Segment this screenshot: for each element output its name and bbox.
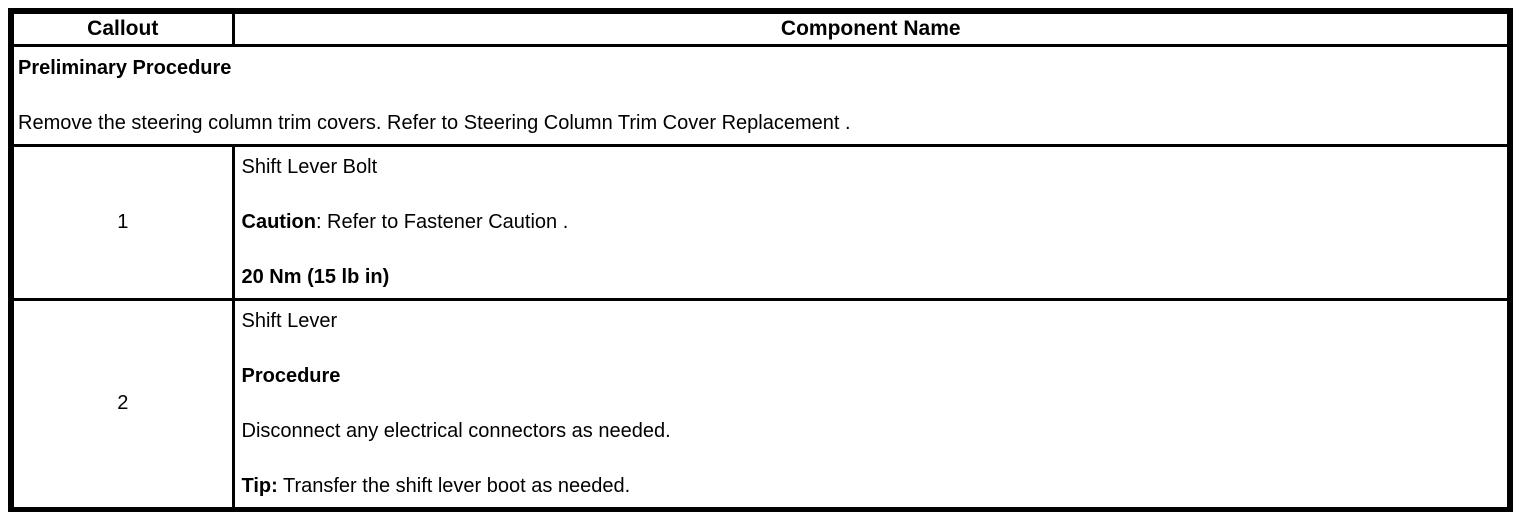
component-line: Procedure (242, 365, 1504, 388)
component-cell-1: Shift Lever Bolt Caution: Refer to Faste… (231, 143, 1512, 301)
callout-cell-1: 1 (9, 143, 235, 301)
preliminary-procedure-text: Remove the steering column trim covers. … (18, 111, 851, 134)
component-line-text: Shift Lever (241, 309, 338, 332)
component-line: Tip: Transfer the shift lever boot as ne… (242, 475, 1504, 498)
component-line-bold: 20 Nm (15 lb in) (241, 265, 390, 288)
component-line: Shift Lever Bolt (242, 156, 1504, 179)
component-line-bold: Caution (241, 210, 316, 233)
component-line: 20 Nm (15 lb in) (242, 266, 1504, 289)
callout-cell-2: 2 (9, 297, 235, 511)
component-name-column-header: Component Name (231, 9, 1512, 47)
table-header-row: Callout Component Name (9, 9, 1512, 47)
component-cell-2: Shift Lever Procedure Disconnect any ele… (231, 297, 1512, 511)
component-row-2: 2 Shift Lever Procedure Disconnect any e… (9, 297, 1512, 511)
component-line-text: Transfer the shift lever boot as needed. (277, 474, 631, 497)
component-line: Disconnect any electrical connectors as … (242, 420, 1504, 443)
preliminary-procedure-row: Preliminary Procedure Remove the steerin… (9, 43, 1512, 147)
component-line-bold: Procedure (241, 364, 341, 387)
component-line-bold: Tip: (241, 474, 278, 497)
component-line-text: Shift Lever Bolt (241, 155, 378, 178)
component-row-1: 1 Shift Lever Bolt Caution: Refer to Fas… (9, 143, 1512, 301)
component-line-text: : Refer to Fastener Caution . (315, 210, 569, 233)
component-line-text: Disconnect any electrical connectors as … (241, 419, 671, 442)
preliminary-procedure-title: Preliminary Procedure (18, 56, 232, 79)
preliminary-procedure-cell: Preliminary Procedure Remove the steerin… (9, 43, 1512, 147)
callout-column-header: Callout (9, 9, 235, 47)
component-line: Caution: Refer to Fastener Caution . (242, 211, 1504, 234)
component-line: Shift Lever (242, 310, 1504, 333)
callout-component-table: Callout Component Name Preliminary Proce… (8, 8, 1513, 512)
